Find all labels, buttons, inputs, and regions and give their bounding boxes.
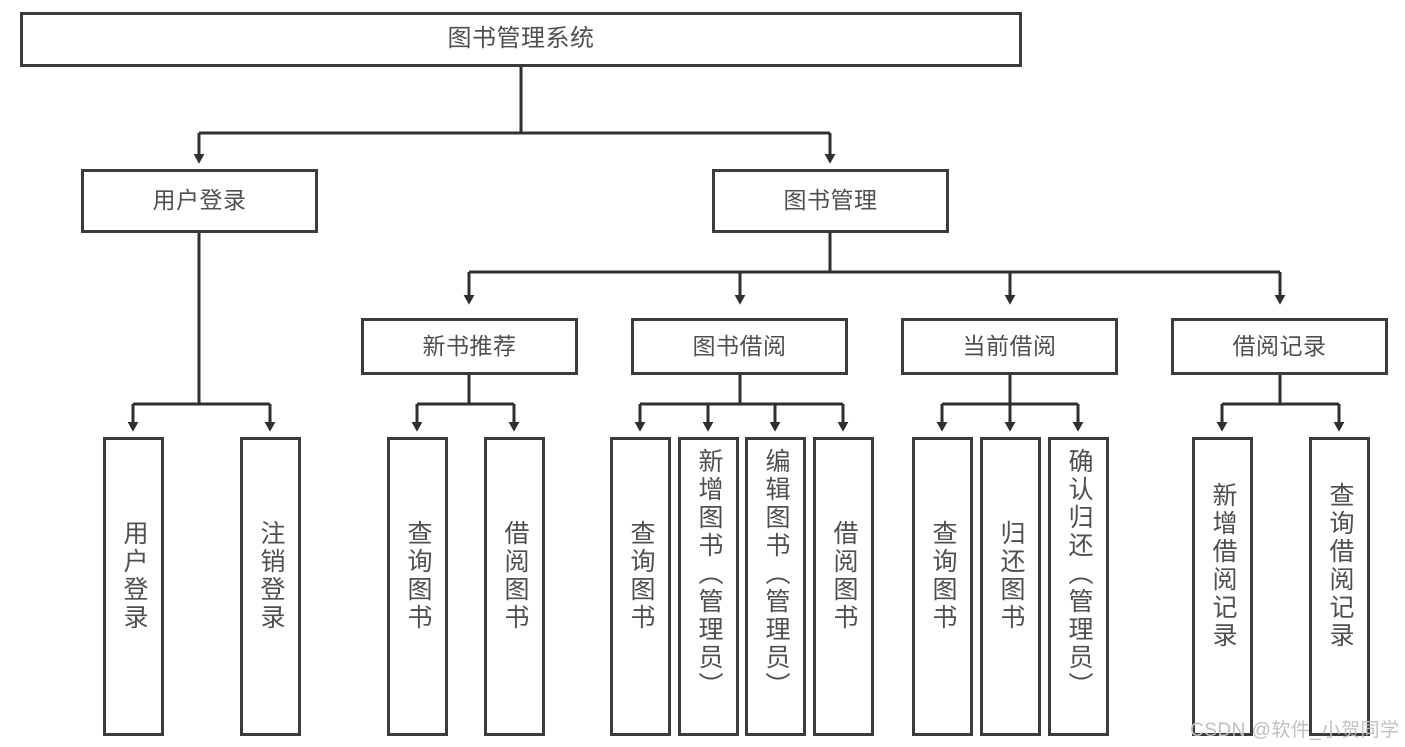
leaf-query-borrow-record[interactable]: 查询借阅记录 [1309,437,1370,736]
node-label: 当前借阅 [962,332,1057,359]
node-label: 借阅图书 [501,520,529,632]
node-user-login[interactable]: 用户登录 [81,169,318,233]
csdn-watermark: CSDN @软件_小贺同学 [1190,720,1400,741]
node-current-borrow[interactable]: 当前借阅 [901,318,1118,375]
node-label: 查询图书 [929,520,957,632]
leaf-query-book-recommend[interactable]: 查询图书 [387,437,448,736]
node-label: 查询图书 [627,520,655,632]
leaf-add-book-admin[interactable]: 新增图书（管理员） [678,437,739,736]
node-label: 图书管理系统 [447,25,595,53]
leaf-borrow-book-recommend[interactable]: 借阅图书 [484,437,545,736]
leaf-query-book-current[interactable]: 查询图书 [912,437,973,736]
node-borrow-record[interactable]: 借阅记录 [1171,318,1388,375]
node-label: 确认归还（管理员） [1065,448,1093,700]
node-label: 新书推荐 [422,332,517,359]
node-label: 查询图书 [404,520,432,632]
node-label: 图书管理 [783,187,878,214]
leaf-edit-book-admin[interactable]: 编辑图书（管理员） [745,437,806,736]
node-label: 注销登录 [257,520,285,632]
leaf-confirm-return-admin[interactable]: 确认归还（管理员） [1048,437,1109,736]
node-label: 新增图书（管理员） [695,448,723,700]
node-label: 图书借阅 [692,332,787,359]
node-book-borrow[interactable]: 图书借阅 [631,318,848,375]
leaf-logout-login[interactable]: 注销登录 [240,437,301,736]
node-label: 归还图书 [997,520,1025,632]
leaf-add-borrow-record[interactable]: 新增借阅记录 [1192,437,1253,736]
node-label: 借阅图书 [830,520,858,632]
node-label: 查询借阅记录 [1326,482,1354,650]
node-label: 用户登录 [152,187,247,214]
node-new-book-recommend[interactable]: 新书推荐 [361,318,578,375]
leaf-query-book-borrow[interactable]: 查询图书 [610,437,671,736]
node-book-management[interactable]: 图书管理 [712,169,949,233]
node-label: 编辑图书（管理员） [762,448,790,700]
leaf-borrow-book-borrow[interactable]: 借阅图书 [813,437,874,736]
node-label: 借阅记录 [1232,332,1327,359]
node-root-book-management-system[interactable]: 图书管理系统 [20,12,1022,67]
node-label: 用户登录 [120,520,148,632]
leaf-return-book[interactable]: 归还图书 [980,437,1041,736]
node-label: 新增借阅记录 [1209,482,1237,650]
leaf-user-login[interactable]: 用户登录 [103,437,164,736]
